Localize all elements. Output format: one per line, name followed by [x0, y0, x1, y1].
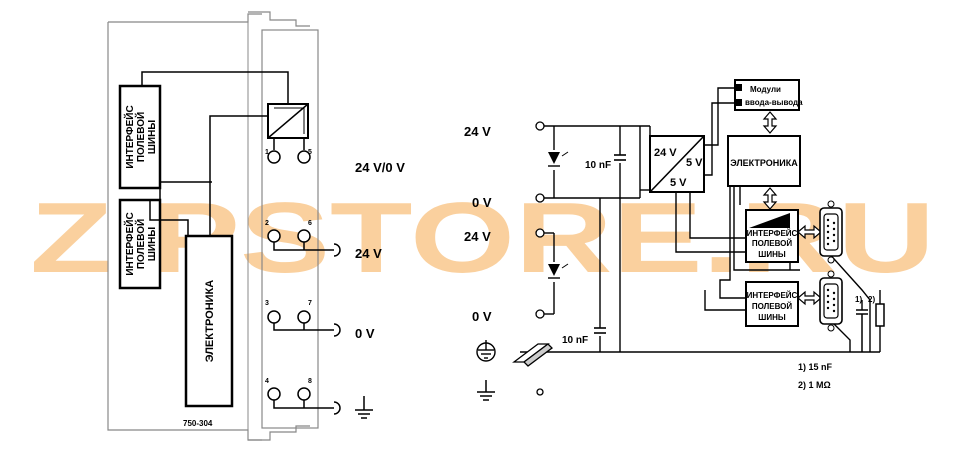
left-wiring	[141, 71, 305, 236]
protective-earth-symbol	[476, 340, 496, 362]
terminal-row-4: 4 8	[265, 378, 341, 415]
io-modules-box	[734, 79, 800, 111]
supply-label-24v-1: 24 V	[464, 124, 491, 139]
voltage-label-0v: 0 V	[355, 326, 375, 341]
left-module: 750-304 ИНТЕРФЕЙС ПОЛЕВОЙ ШИНЫ ИНТЕРФЕЙС…	[107, 11, 405, 441]
bus-interface-block-bottom	[118, 198, 162, 290]
dsub-connector-2	[819, 270, 843, 332]
terminal-8-label: 8	[308, 378, 312, 385]
capacitor-1	[614, 154, 626, 161]
terminal-6-label: 6	[308, 220, 312, 227]
bus-interface-box-2	[745, 281, 799, 327]
io-modules-line2: ввода-вывода	[745, 98, 803, 107]
bus-interface-2-line2: ПОЛЕВОЙ	[752, 302, 793, 311]
bus-interface-bottom-line3: ШИНЫ	[147, 227, 158, 261]
terminal-2-label: 2	[265, 220, 269, 227]
part-number: 750-304	[183, 419, 213, 428]
converter-out-label-1: 5 V	[686, 157, 703, 169]
io-modules-line1: Модули	[750, 85, 781, 94]
electronics-box	[727, 135, 801, 187]
supply-label-0v-2: 0 V	[472, 309, 492, 324]
converter-in-label: 24 V	[654, 147, 677, 159]
capacitor-1-label: 10 nF	[585, 160, 611, 171]
terminal-5-label: 5	[308, 149, 312, 156]
capacitor-2-label: 10 nF	[562, 335, 588, 346]
voltage-label-24v-0v: 24 V/0 V	[355, 160, 405, 175]
bus-interface-top-line2: ПОЛЕВОЙ	[134, 112, 147, 162]
component-1-capacitor	[856, 309, 868, 352]
diode-1	[548, 151, 569, 167]
module-terminal-strip	[261, 29, 319, 429]
arrow-io-electronics	[762, 111, 778, 134]
module-rail-clip	[248, 11, 310, 441]
terminal-1-label: 1	[265, 149, 269, 156]
terminal-4-label: 4	[265, 378, 269, 385]
converter-out-label-2: 5 V	[670, 177, 687, 189]
bus-interface-1-line1: ИНТЕРФЕЙС	[747, 229, 798, 238]
bus-interface-top-line3: ШИНЫ	[147, 120, 158, 154]
bus-interface-2-line1: ИНТЕРФЕЙС	[747, 291, 798, 300]
supply-label-24v-2: 24 V	[464, 229, 491, 244]
right-schematic: 24 V 0 V 24 V 0 V	[464, 79, 885, 401]
capacitor-2	[594, 327, 606, 334]
right-wiring	[520, 87, 881, 353]
electronics-box-label: ЭЛЕКТРОНИКА	[730, 158, 798, 168]
terminal-row-3: 3 7	[265, 300, 341, 337]
dsub-connector-1	[819, 200, 843, 264]
bus-interface-1-line2: ПОЛЕВОЙ	[752, 239, 793, 248]
component-1-marker: 1)	[855, 295, 862, 304]
electronics-label: ЭЛЕКТРОНИКА	[204, 280, 216, 362]
note-2: 2) 1 MΩ	[798, 380, 831, 390]
din-rail-icon	[512, 343, 553, 367]
ground-symbol-right	[477, 380, 495, 401]
terminal-3-label: 3	[265, 300, 269, 307]
note-1: 1) 15 nF	[798, 362, 833, 372]
voltage-label-24v: 24 V	[355, 246, 382, 261]
electronics-block	[184, 234, 234, 408]
component-2-marker: 2)	[868, 295, 875, 304]
diode-2	[548, 263, 569, 279]
bus-interface-2-line3: ШИНЫ	[758, 313, 786, 322]
terminal-row-2: 2 6	[265, 220, 341, 257]
supply-label-0v-1: 0 V	[472, 195, 492, 210]
component-2-resistor	[875, 303, 885, 327]
ground-symbol-left	[355, 396, 373, 419]
bus-interface-bottom-line1: ИНТЕРФЕЙС	[123, 212, 136, 275]
bus-interface-bottom-line2: ПОЛЕВОЙ	[134, 219, 147, 269]
bus-interface-1-line3: ШИНЫ	[758, 250, 786, 259]
terminal-row-1: 1 5	[265, 149, 312, 164]
bus-interface-block-top	[118, 84, 162, 190]
terminal-7-label: 7	[308, 300, 312, 307]
bus-interface-top-line1: ИНТЕРФЕЙС	[123, 105, 136, 168]
